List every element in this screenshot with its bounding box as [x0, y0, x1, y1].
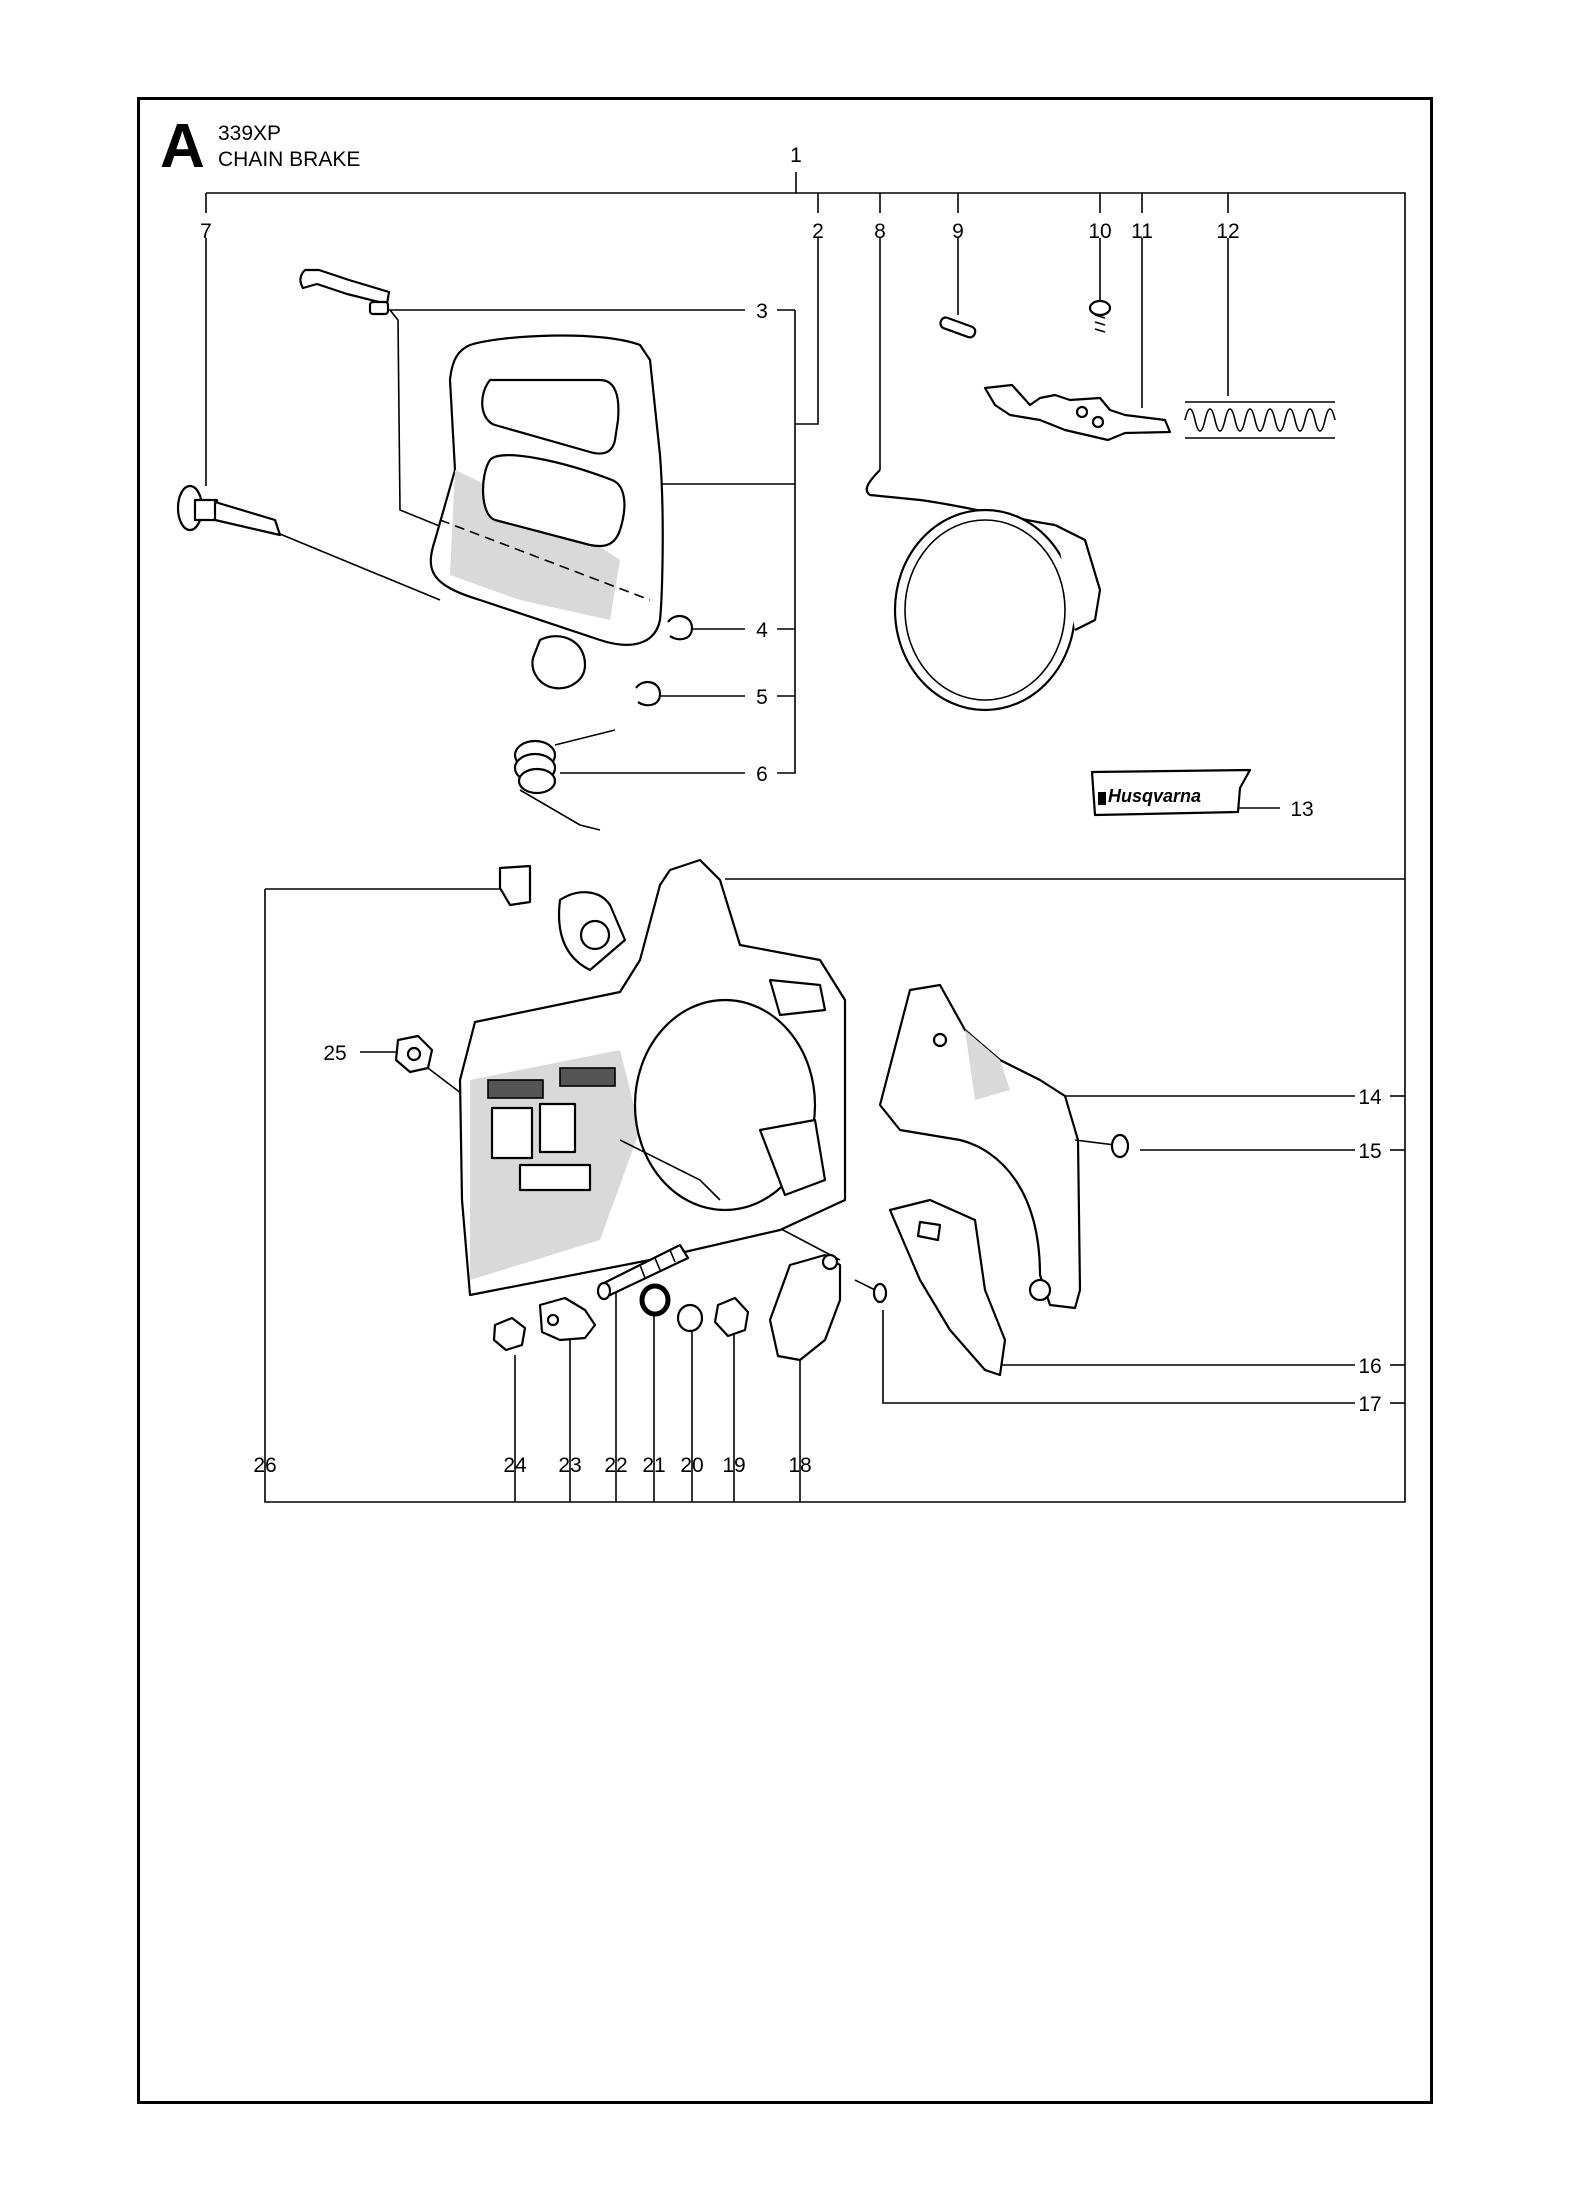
callout-labels: 1 2 3 4 5 6 7 8 9 10 11 12 13 14 15 16 1…: [200, 144, 1382, 1477]
decal-brand-text: Husqvarna: [1108, 786, 1201, 806]
callout-4: 4: [756, 619, 768, 642]
part-20-washer: [676, 1303, 704, 1333]
callout-12: 12: [1216, 220, 1239, 243]
page-frame: [137, 97, 1433, 2104]
callout-24: 24: [503, 1454, 527, 1477]
part-9-pin: [939, 316, 977, 339]
callout-25: 25: [323, 1042, 346, 1065]
part-3-pivot-pin: [299, 268, 391, 316]
part-22-adjusting-screw: [596, 1243, 690, 1301]
part-7-pivot-bolt: [176, 484, 282, 537]
part-8-brake-band: [865, 469, 1102, 712]
callout-3: 3: [756, 300, 768, 323]
callout-15: 15: [1358, 1140, 1381, 1163]
part-18-tensioner-bracket: [768, 1253, 842, 1362]
part-14-chain-guide-plate: [878, 983, 1082, 1310]
callout-19: 19: [722, 1454, 745, 1477]
husqvarna-crown-icon: [1098, 792, 1106, 805]
callout-8: 8: [874, 220, 886, 243]
callout-18: 18: [788, 1454, 811, 1477]
part-13-husqvarna-decal: Husqvarna: [1090, 768, 1252, 817]
callout-23: 23: [558, 1454, 581, 1477]
callout-16: 16: [1358, 1355, 1381, 1378]
model-label: 339XP: [218, 122, 282, 145]
part-10-screw: [1088, 299, 1112, 333]
callout-13: 13: [1290, 798, 1313, 821]
callout-20: 20: [680, 1454, 703, 1477]
callout-11: 11: [1131, 220, 1153, 243]
callout-26: 26: [253, 1454, 276, 1477]
callout-17: 17: [1358, 1393, 1381, 1416]
callout-1: 1: [790, 144, 802, 167]
callout-7: 7: [200, 220, 212, 243]
part-5-circlip: [635, 680, 662, 707]
part-23-guide-nut: [538, 1296, 597, 1342]
part-12-spring: [1184, 401, 1336, 439]
part-25-flange-nut: [394, 1034, 434, 1074]
part-19-adjuster-gear: [713, 1296, 750, 1338]
callout-5: 5: [756, 686, 768, 709]
section-letter: A: [160, 112, 205, 181]
callout-21: 21: [642, 1454, 665, 1477]
part-15-screw: [1074, 1133, 1130, 1159]
callout-22: 22: [604, 1454, 627, 1477]
leader-lines: [205, 172, 1406, 1503]
callout-14: 14: [1358, 1086, 1382, 1109]
diagram-title: CHAIN BRAKE: [218, 148, 361, 171]
part-6-spring: [513, 729, 616, 831]
part-24-nut: [492, 1316, 527, 1352]
part-16-cover-plate: [888, 1198, 1007, 1377]
callout-9: 9: [952, 220, 964, 243]
part-17-screw: [854, 1279, 888, 1304]
callout-10: 10: [1088, 220, 1111, 243]
callout-6: 6: [756, 763, 768, 786]
part-4-circlip: [667, 614, 694, 641]
part-21-o-ring: [639, 1283, 671, 1317]
part-26-clutch-cover: [458, 858, 847, 1297]
part-11-brake-lever: [983, 383, 1172, 442]
callout-2: 2: [812, 220, 824, 243]
part-2-hand-guard: [429, 334, 664, 690]
